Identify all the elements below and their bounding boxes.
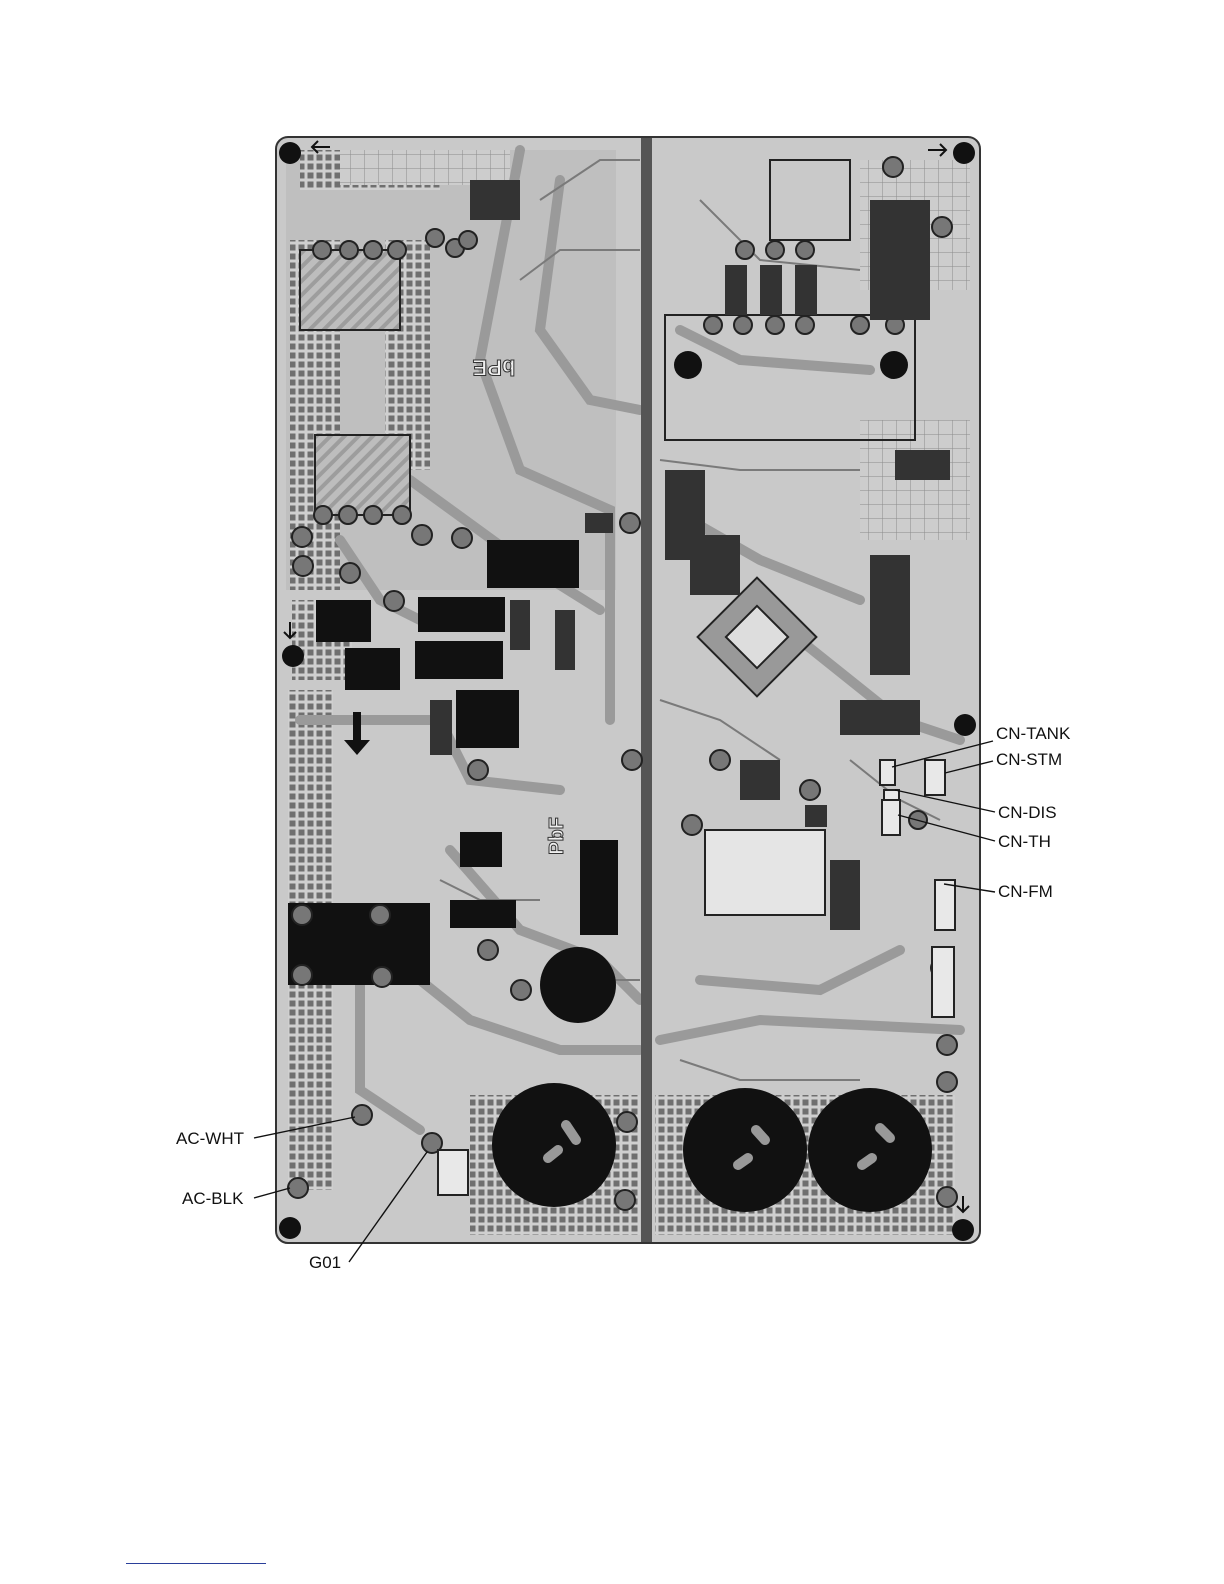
board-marking-pbf: PbF (546, 817, 568, 855)
callout-ac-wht: AC-WHT (176, 1130, 244, 1147)
callout-cn-fm: CN-FM (998, 883, 1053, 900)
callout-cn-dis: CN-DIS (998, 804, 1057, 821)
board-marking-bpe: bPE (473, 355, 516, 380)
board-divider-strip (641, 138, 652, 1242)
callout-cn-stm: CN-STM (996, 751, 1062, 768)
callout-cn-th: CN-TH (998, 833, 1051, 850)
callout-g01: G01 (309, 1254, 341, 1271)
callout-ac-blk: AC-BLK (182, 1190, 243, 1207)
callout-cn-tank: CN-TANK (996, 725, 1070, 742)
footer-rule (126, 1563, 266, 1564)
